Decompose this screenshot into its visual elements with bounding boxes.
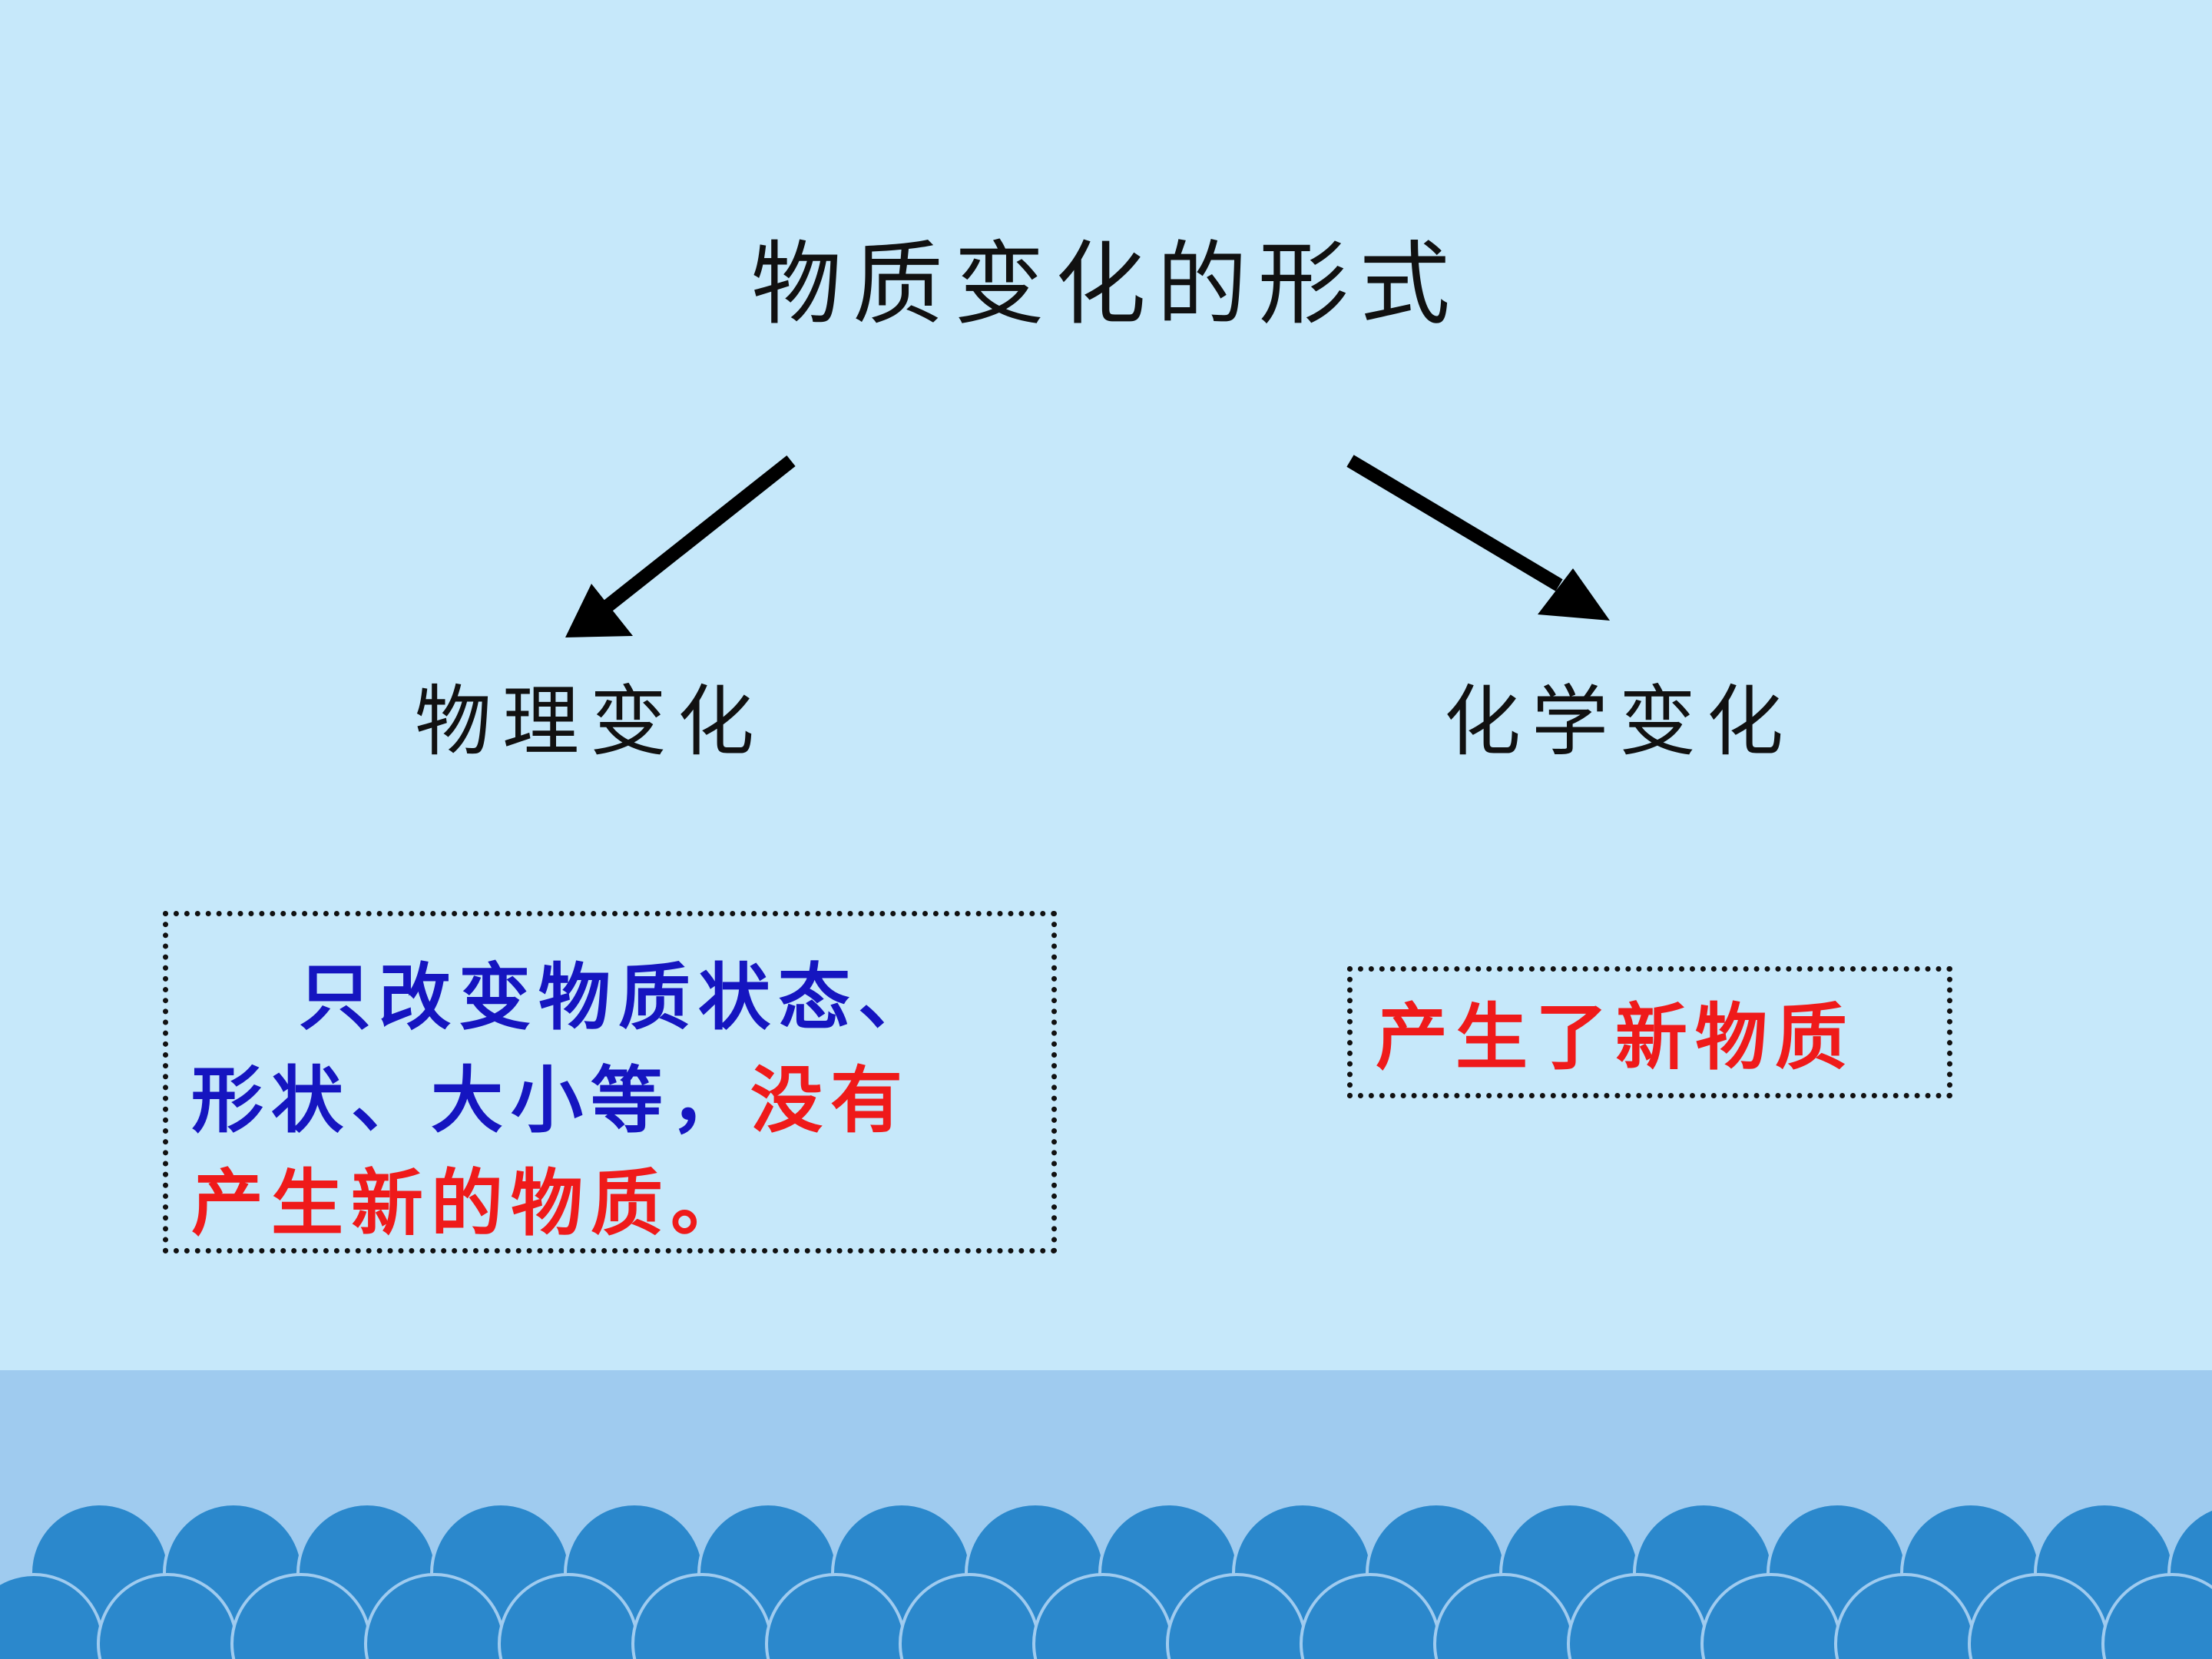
chemical-change-definition-box: 产生了新物质: [1347, 966, 1952, 1098]
definition-line-2-red-text: 没有: [750, 1059, 911, 1143]
chemical-change-definition-text: 产生了新物质: [1376, 996, 1856, 1080]
physical-change-definition-box: 只改变物质状态、 形状、大小等，没有 产生新的物质。: [163, 911, 1057, 1253]
definition-line-3: 产生新的物质。: [191, 1153, 1028, 1256]
arrow-down-left-icon: [565, 455, 796, 637]
definition-line-3-text: 产生新的物质。: [191, 1162, 751, 1246]
wave-row-front: [0, 1573, 2212, 1659]
wave-scallop: [2101, 1573, 2212, 1659]
branch-physical-change: 物理变化: [415, 677, 765, 767]
arrow-down-right-icon: [1346, 455, 1610, 621]
definition-line-1-text: 只改变物质状态、: [299, 956, 939, 1040]
decorative-wave-band: [0, 1370, 2212, 1659]
definition-line-2: 形状、大小等，没有: [191, 1050, 1028, 1153]
definition-line-1: 只改变物质状态、: [191, 947, 1028, 1050]
branch-chemical-change: 化学变化: [1444, 677, 1794, 767]
definition-line-2-blue-text: 形状、大小等，: [191, 1059, 751, 1143]
diagram-title: 物质变化的形式: [750, 231, 1461, 337]
